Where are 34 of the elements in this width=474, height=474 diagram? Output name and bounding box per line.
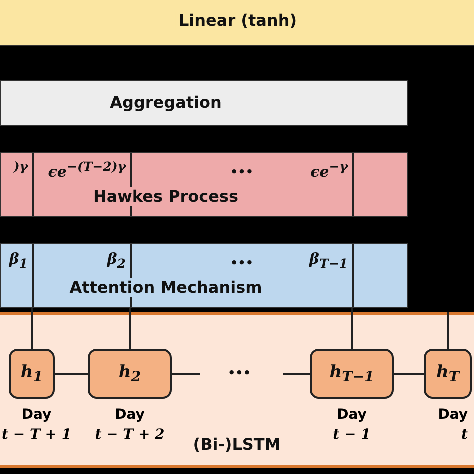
hawkes-process-band xyxy=(0,152,408,217)
aggregation-bar xyxy=(0,80,408,126)
day-label: t − 1 xyxy=(333,426,371,445)
weight-label: β$_{2}$ xyxy=(107,250,126,271)
day-label: t − T + 1 xyxy=(2,426,72,445)
hidden-state-label: h$_{1}$ xyxy=(20,362,44,386)
day-label: t − T + 2 xyxy=(95,426,165,445)
lstm-band xyxy=(0,312,474,468)
day-label: t xyxy=(460,426,468,445)
connector-line xyxy=(351,308,353,349)
hidden-state-label: h$_{T−1}$ xyxy=(330,362,374,386)
day-label: Day xyxy=(336,406,368,425)
attention-band xyxy=(0,243,408,308)
connector-line xyxy=(283,373,310,375)
ellipsis: ••• xyxy=(228,366,252,380)
day-label: Day xyxy=(114,406,146,425)
connector-line xyxy=(394,373,424,375)
weight-label: )γ xyxy=(14,159,28,174)
connector-line xyxy=(129,308,131,349)
ellipsis: ••• xyxy=(230,256,254,270)
day-label: Day xyxy=(20,406,53,425)
weight-label: β$_{T−1}$ xyxy=(310,250,348,271)
weight-label: β$_{1}$ xyxy=(9,250,28,271)
connector-line xyxy=(172,373,200,375)
hidden-state-label: h$_{2}$ xyxy=(118,362,142,386)
hidden-state-label: h$_{T}$ xyxy=(436,362,460,386)
day-label: Day xyxy=(438,406,468,425)
connector-line xyxy=(31,308,33,349)
ellipsis: ••• xyxy=(230,165,254,179)
connector-line xyxy=(447,312,449,349)
weight-label: ϵe$^{−γ}$ xyxy=(310,159,348,181)
weight-label: ϵe$^{−(T−2)γ}$ xyxy=(48,159,126,181)
connector-line xyxy=(55,373,88,375)
linear-layer-bar xyxy=(0,0,474,46)
